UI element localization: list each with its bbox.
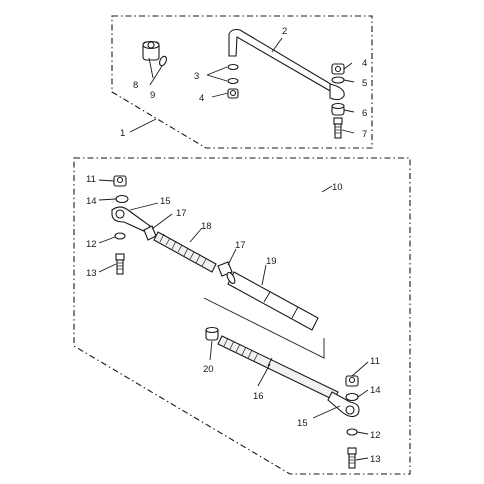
callout-12-left: 12 <box>86 239 97 250</box>
callout-7: 7 <box>362 129 367 140</box>
steering-rod-2 <box>228 28 345 101</box>
callout-4-upper-left: 4 <box>199 93 204 104</box>
callout-5: 5 <box>362 78 367 89</box>
washer-12-right <box>346 428 358 436</box>
collar-6 <box>331 102 345 116</box>
callout-12-right: 12 <box>370 430 381 441</box>
washer-14-right <box>345 392 359 402</box>
threaded-rod-18 <box>153 231 217 273</box>
callout-17-left: 17 <box>176 208 187 219</box>
callout-19: 19 <box>266 256 277 267</box>
callout-17-center: 17 <box>235 240 246 251</box>
nut-4-left <box>227 88 239 99</box>
callout-11-right: 11 <box>370 356 380 367</box>
clip-9 <box>159 55 167 67</box>
bolt-13-left <box>115 253 125 275</box>
nut-11-right <box>345 375 359 387</box>
callout-11-left: 11 <box>86 174 96 185</box>
nut-11-left <box>113 175 127 187</box>
tube-19 <box>226 271 319 331</box>
callout-2: 2 <box>282 26 287 37</box>
callout-15-right: 15 <box>297 418 308 429</box>
callout-4-upper-right: 4 <box>362 58 367 69</box>
callout-3: 3 <box>194 71 199 82</box>
threaded-rod-16 <box>217 335 339 401</box>
bolt-7 <box>333 117 343 139</box>
callout-14-right: 14 <box>370 385 381 396</box>
tie-rod-end-15-right <box>327 391 360 418</box>
callout-13-right: 13 <box>370 454 381 465</box>
callout-13-left: 13 <box>86 268 97 279</box>
callout-10: 10 <box>332 182 343 193</box>
bolt-13-right <box>347 447 357 469</box>
callout-18: 18 <box>201 221 212 232</box>
washer-3 <box>227 63 239 85</box>
callout-1: 1 <box>120 128 125 139</box>
washer-12-left <box>114 232 126 240</box>
callout-8: 8 <box>133 80 138 91</box>
upper-group-outline <box>111 15 373 149</box>
nut-8 <box>142 40 160 61</box>
leader-lines <box>98 37 369 461</box>
tie-rod-end-15-left <box>111 206 151 233</box>
callout-14-left: 14 <box>86 196 97 207</box>
callout-20: 20 <box>203 364 214 375</box>
callout-15-left: 15 <box>160 196 171 207</box>
callout-6: 6 <box>362 108 367 119</box>
washer-14-left <box>115 194 129 204</box>
callout-16: 16 <box>253 391 264 402</box>
alignment-line-upper <box>203 297 325 359</box>
nut-20 <box>205 326 219 341</box>
nut-4-right <box>331 63 345 75</box>
callout-9: 9 <box>150 90 155 101</box>
lower-group-outline <box>73 157 411 475</box>
washer-5 <box>331 76 345 84</box>
